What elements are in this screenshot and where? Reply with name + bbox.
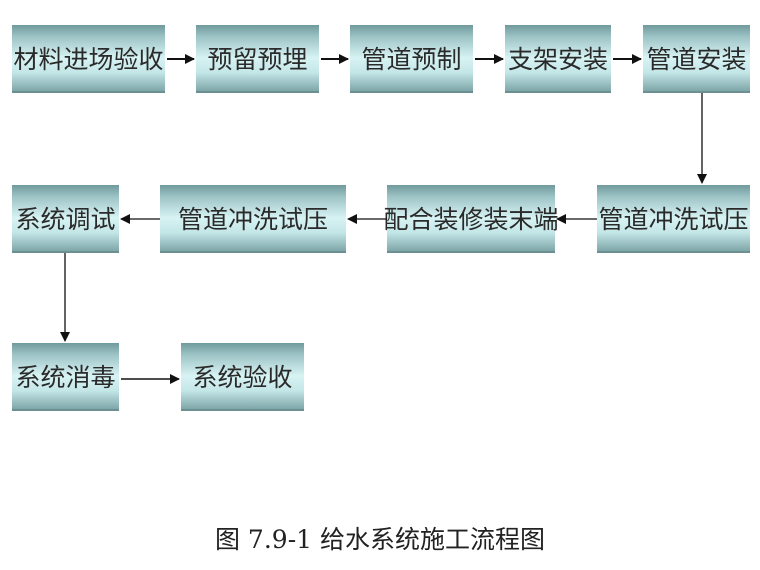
node-label: 管道安装: [646, 45, 747, 74]
flow-node-pipe-install: 管道安装: [643, 25, 750, 93]
flow-node-flush-test-2: 管道冲洗试压: [160, 185, 346, 253]
flow-node-decoration-terminal: 配合装修装末端: [384, 185, 559, 253]
node-label: 系统消毒: [15, 363, 116, 392]
node-label: 材料进场验收: [13, 45, 164, 74]
node-label: 管道冲洗试压: [177, 205, 328, 234]
flow-node-pipe-prefab: 管道预制: [350, 25, 473, 93]
node-label: 配合装修装末端: [383, 205, 559, 234]
node-label: 系统调试: [15, 205, 116, 234]
flow-node-system-acceptance: 系统验收: [181, 343, 304, 411]
flow-node-support-install: 支架安装: [505, 25, 611, 93]
flow-node-system-debug: 系统调试: [12, 185, 119, 253]
flow-node-material-inspection: 材料进场验收: [12, 25, 165, 93]
node-label: 管道预制: [361, 45, 462, 74]
node-label: 系统验收: [192, 363, 293, 392]
figure-caption: 图 7.9-1 给水系统施工流程图: [214, 525, 545, 554]
flow-node-disinfection: 系统消毒: [12, 343, 119, 411]
flow-node-flush-test-1: 管道冲洗试压: [597, 185, 750, 253]
node-label: 预留预埋: [207, 45, 308, 74]
flow-node-embedding: 预留预埋: [196, 25, 319, 93]
node-label: 支架安装: [507, 45, 608, 74]
node-label: 管道冲洗试压: [598, 205, 749, 234]
